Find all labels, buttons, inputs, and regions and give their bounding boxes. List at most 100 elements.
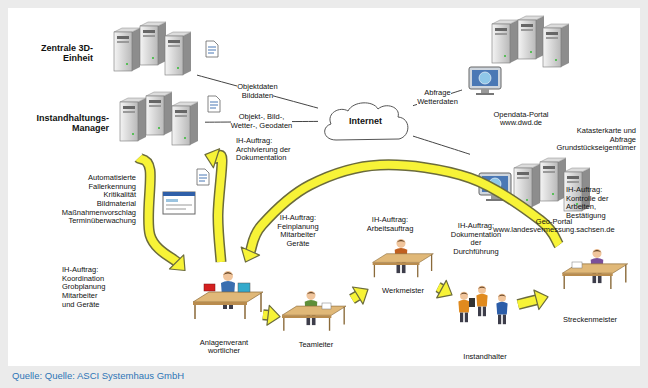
arrow-head	[534, 290, 548, 309]
data-link	[413, 136, 470, 154]
arrow-body	[216, 155, 222, 262]
system-box: Instandhaltungs- Manager	[5, 88, 205, 158]
drawing-part	[166, 208, 186, 210]
drawing-part	[496, 294, 507, 324]
note-text: IH-Auftrag: Koordination Grobplanung Mit…	[62, 266, 108, 309]
edge-label-box: Objekt-, Bild-, Wetter-, Geodaten	[230, 113, 294, 130]
drawing-part	[120, 98, 146, 141]
arrow-body	[250, 165, 559, 251]
window-icon	[163, 192, 195, 214]
edge-label-box: Objektdaten Bilddaten	[235, 83, 281, 100]
drawing-part	[543, 24, 569, 67]
drawing-part	[540, 158, 566, 201]
node-label: Internet	[349, 116, 382, 126]
arrow-head	[267, 305, 280, 325]
document-icon	[197, 169, 209, 185]
drawing-part	[469, 67, 501, 95]
flow-arrow	[241, 165, 559, 262]
node-label: Teamleiter	[299, 341, 334, 350]
arrow-head	[353, 287, 369, 304]
edge-label: Objekt-, Bild-, Wetter-, Geodaten	[231, 112, 293, 130]
node-label: Anlagenverant wortlicher	[196, 339, 252, 356]
drawing-part	[518, 16, 544, 59]
drawing-part	[172, 102, 198, 145]
node-label: Katasterkarte und Abfrage Grundstückseig…	[554, 127, 636, 153]
workplace-figure	[373, 239, 434, 277]
document-icon	[208, 96, 220, 112]
drawing-part	[458, 292, 469, 322]
node-label: www.dwd.de	[500, 119, 542, 128]
node-label: www.landesvermessung.sachsen.de	[493, 226, 614, 235]
portal-box: Katasterkarte und Abfrage Grundstückseig…	[470, 125, 638, 237]
drawing-part	[373, 254, 434, 277]
arrow-outline	[139, 158, 177, 262]
edge-label: Objektdaten Bilddaten	[237, 82, 277, 100]
workplace-figure	[562, 249, 627, 289]
drawing-part	[146, 92, 172, 135]
drawing-part	[163, 192, 195, 196]
flow-arrow	[352, 287, 368, 304]
workplace-figure	[193, 271, 263, 319]
drawing-part	[572, 262, 582, 268]
cloud-outline	[325, 103, 408, 140]
edge-label: Abfrage Wetterdaten	[417, 88, 458, 106]
arrow-outline	[216, 155, 222, 262]
node-label: Zentrale 3D- Einheit	[37, 43, 93, 64]
node-label: Instandhaltungs- Manager	[29, 113, 109, 134]
note-text: Automatisierte Fallerkennung Kritikalitä…	[58, 174, 136, 226]
drawing-part	[204, 284, 215, 291]
source-caption: Quelle: Quelle: ASCI Systemhaus GmbH	[12, 370, 184, 381]
system-box: Zentrale 3D- Einheit	[35, 18, 197, 88]
link-line	[197, 75, 318, 108]
drawing-part	[165, 32, 191, 75]
flow-arrow	[518, 290, 548, 309]
role-figure: Streckenmeister	[548, 245, 632, 327]
arrow-head	[170, 255, 186, 271]
drawing-part	[163, 192, 195, 214]
arrow-body	[139, 158, 177, 262]
arrow-outline	[438, 287, 442, 289]
edge-label-box: Abfrage Wetterdaten	[415, 89, 461, 106]
link-line	[413, 136, 470, 154]
data-link	[197, 75, 318, 108]
server-group	[114, 22, 191, 75]
drawing-part	[238, 283, 250, 292]
role-figure: Anlagenverant wortlicher	[185, 262, 263, 358]
note-text: IH-Auftrag: Arbeitsauftrag	[360, 216, 420, 233]
internet-cloud: Internet	[318, 98, 413, 144]
drawing-part	[282, 306, 346, 331]
note-text: IH-Auftrag: Feinplanung Mitarbeiter Gerä…	[273, 214, 323, 249]
document-icon	[206, 41, 218, 57]
arrow-head	[241, 247, 259, 262]
drawing-part	[193, 292, 263, 319]
server-group	[469, 16, 569, 95]
arrow-head	[205, 149, 220, 168]
flow-arrow	[205, 149, 222, 262]
drawing-part	[166, 199, 178, 202]
drawing-part	[114, 28, 140, 71]
flow-arrow	[437, 280, 452, 298]
role-figure: Instandhalter	[452, 262, 518, 364]
node-label: Opendata-Portal	[493, 111, 548, 120]
arrow-outline	[250, 165, 559, 251]
arrow-head	[437, 280, 452, 298]
flow-arrow	[263, 305, 280, 325]
arrow-outline	[352, 296, 358, 300]
arrow-body	[438, 287, 442, 289]
drawing-part	[322, 303, 331, 309]
drawing-part	[476, 286, 487, 316]
node-label: Werkmeister	[382, 287, 424, 296]
arrow-body	[352, 296, 358, 300]
server-group	[120, 92, 198, 145]
drawing-part	[492, 20, 518, 63]
drawing-part	[469, 298, 475, 307]
node-label: Streckenmeister	[563, 316, 617, 325]
worker-figures	[458, 286, 507, 324]
role-figure: Teamleiter	[280, 290, 352, 352]
arrow-outline	[518, 300, 536, 305]
drawing-part	[166, 204, 192, 206]
note-text: IH-Auftrag: Kontrolle der Arbeiten, Best…	[566, 186, 616, 221]
